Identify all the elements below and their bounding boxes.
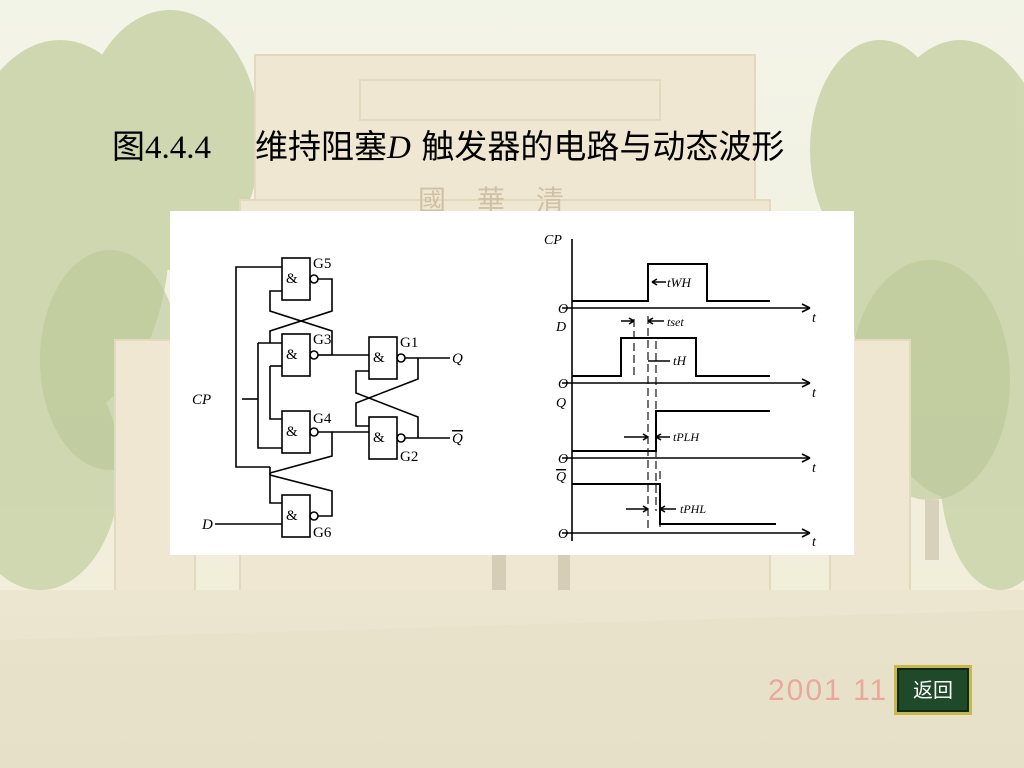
timing-th: tH xyxy=(673,353,687,368)
timing-twh: tWH xyxy=(667,275,691,290)
origin-label: O xyxy=(558,377,568,392)
title-prefix: 图 xyxy=(112,127,145,166)
date-watermark: 2001 11 xyxy=(768,674,889,707)
gate-symbol: & xyxy=(286,508,298,524)
time-axis-label: t xyxy=(812,535,817,550)
signal-q-label: Q xyxy=(556,396,566,411)
slide-title: 图4.4.4 维持阻塞D 触发器的电路与动态波形 xyxy=(112,120,784,168)
gate-label-g6: G6 xyxy=(313,525,332,541)
timing-tplh: tPLH xyxy=(673,430,700,444)
output-q-bar-label: Q xyxy=(452,431,463,447)
gate-symbol: & xyxy=(373,350,385,366)
gate-label-g5: G5 xyxy=(313,256,331,272)
gate-symbol: & xyxy=(286,424,298,440)
title-suffix: 触发器的电路与动态波形 xyxy=(410,127,785,166)
title-variable: D xyxy=(387,130,411,166)
figure-svg: & & & & & & G5 G3 G4 G6 G1 G2 CP D Q Q C… xyxy=(192,233,817,550)
origin-label: O xyxy=(558,302,568,317)
signal-d-label: D xyxy=(555,320,566,335)
gate-label-g2: G2 xyxy=(400,449,418,465)
figure-panel: & & & & & & G5 G3 G4 G6 G1 G2 CP D Q Q C… xyxy=(170,211,854,555)
output-q-label: Q xyxy=(452,351,463,367)
input-d-label: D xyxy=(201,517,213,533)
gate-label-g4: G4 xyxy=(313,411,332,427)
signal-cp-label: CP xyxy=(544,233,562,248)
timing-tset: tset xyxy=(667,315,684,329)
time-axis-label: t xyxy=(812,461,817,476)
gate-symbol: & xyxy=(286,347,298,363)
gate-symbol: & xyxy=(286,271,298,287)
input-cp-label: CP xyxy=(192,392,211,408)
signal-q-bar-label: Q xyxy=(556,470,566,485)
gate-label-g3: G3 xyxy=(313,332,331,348)
time-axis-label: t xyxy=(812,311,817,326)
time-axis-label: t xyxy=(812,386,817,401)
timing-tphl: tPHL xyxy=(680,502,706,516)
title-number: 4.4.4 xyxy=(145,130,211,166)
gate-label-g1: G1 xyxy=(400,335,418,351)
title-mid: 维持阻塞 xyxy=(255,127,387,166)
origin-label: O xyxy=(558,452,568,467)
gate-symbol: & xyxy=(373,430,385,446)
origin-label: O xyxy=(558,527,568,542)
back-button[interactable]: 返回 xyxy=(894,665,972,715)
